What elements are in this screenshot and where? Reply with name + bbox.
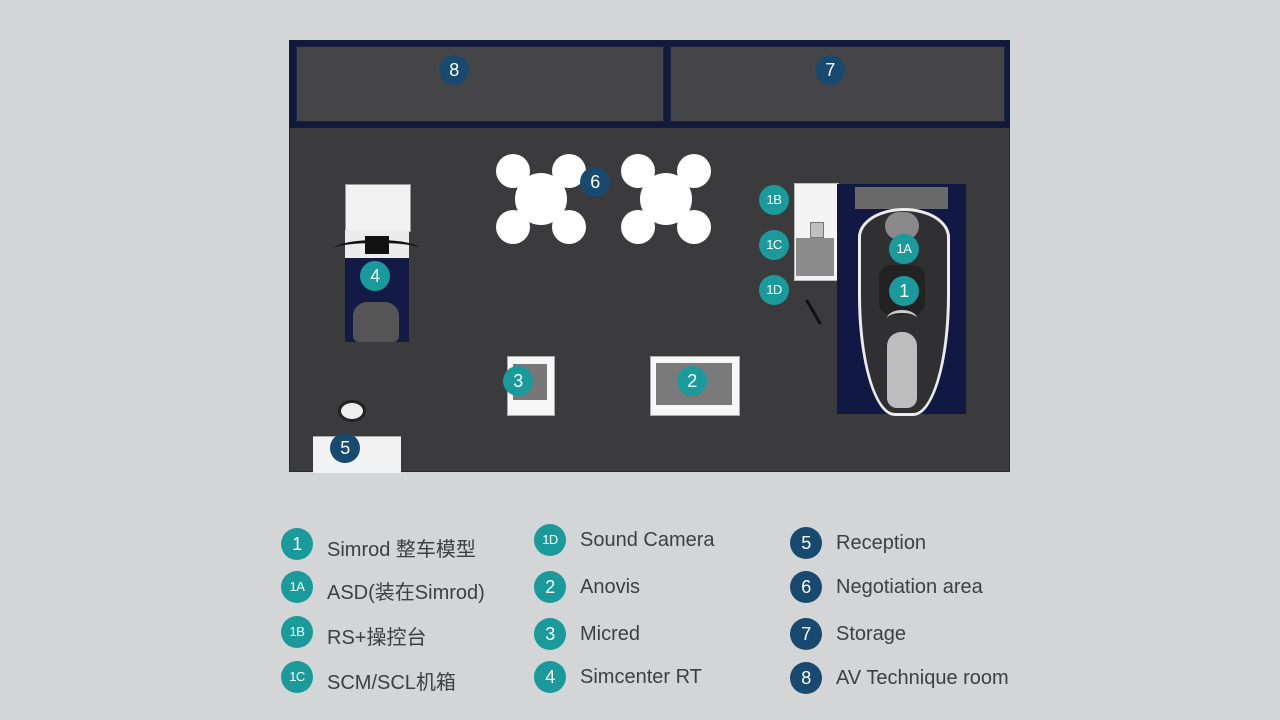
legend-badge: 3 xyxy=(534,618,566,650)
negotiation-table-left xyxy=(492,150,590,248)
marker-1d: 1D xyxy=(759,275,789,305)
legend-badge: 8 xyxy=(790,662,822,694)
marker-8: 8 xyxy=(439,55,469,85)
cabinet-control xyxy=(810,222,824,238)
legend-badge: 1 xyxy=(281,528,313,560)
legend-badge: 7 xyxy=(790,618,822,650)
simcenter-rt-desk xyxy=(345,184,411,232)
legend-badge: 6 xyxy=(790,571,822,603)
legend-label: Anovis xyxy=(580,576,641,598)
marker-5: 5 xyxy=(330,433,360,463)
legend-label: Storage xyxy=(836,623,907,645)
legend-label: Negotiation area xyxy=(836,576,983,598)
marker-3: 3 xyxy=(503,366,533,396)
legend-badge: 1A xyxy=(281,571,313,603)
simrod-steering-wheel xyxy=(887,310,917,327)
legend-label: ASD(装在Simrod) xyxy=(327,582,485,604)
marker-1a: 1A xyxy=(889,234,919,264)
simrod-rear-bar xyxy=(855,187,948,209)
legend-label: SCM/SCL机箱 xyxy=(327,672,456,694)
legend-badge: 2 xyxy=(534,571,566,603)
marker-1b: 1B xyxy=(759,185,789,215)
simcenter-rt-chair xyxy=(353,302,399,342)
legend-badge: 1B xyxy=(281,616,313,648)
back-rooms xyxy=(289,40,1010,128)
av-technique-room-area xyxy=(296,46,664,122)
legend-label: Simrod 整车模型 xyxy=(327,539,476,561)
marker-2: 2 xyxy=(677,366,707,396)
marker-7: 7 xyxy=(815,55,845,85)
legend-label: Simcenter RT xyxy=(580,666,702,688)
marker-1c: 1C xyxy=(759,230,789,260)
legend-badge: 4 xyxy=(534,661,566,693)
legend-label: Sound Camera xyxy=(580,529,715,551)
legend-label: Reception xyxy=(836,532,927,554)
simcenter-rt-screen xyxy=(365,236,389,254)
marker-4: 4 xyxy=(360,261,390,291)
legend-badge: 1D xyxy=(534,524,566,556)
floor-plan: 8 7 6 4 1B 1C 1D 1A 1 3 2 5 xyxy=(289,40,1010,473)
marker-6: 6 xyxy=(580,167,610,197)
legend-badge: 5 xyxy=(790,527,822,559)
legend-label: Micred xyxy=(580,623,641,645)
cabinet-box xyxy=(796,238,834,276)
legend-badge: 1C xyxy=(281,661,313,693)
negotiation-table-right xyxy=(617,150,715,248)
legend-label: AV Technique room xyxy=(836,667,1009,689)
legend-label: RS+操控台 xyxy=(327,627,427,649)
simrod-front xyxy=(887,332,917,408)
reception-person xyxy=(338,400,366,422)
marker-1: 1 xyxy=(889,276,919,306)
